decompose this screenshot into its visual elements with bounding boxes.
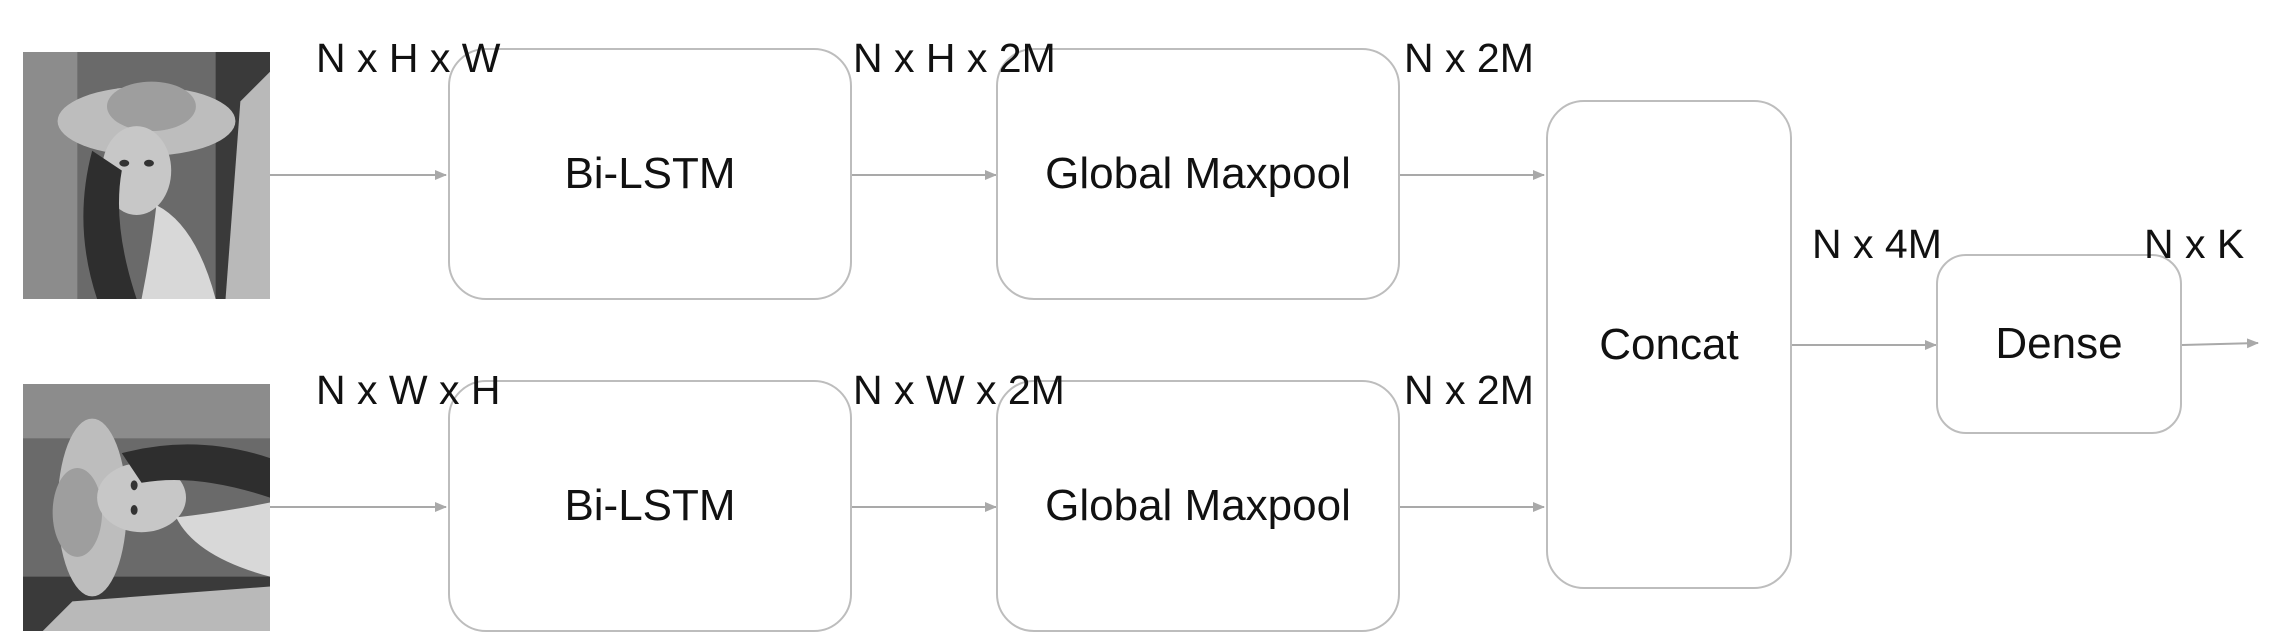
dense-output-dim-label: N x K: [2144, 221, 2245, 267]
bilstm-block-top-label: Bi-LSTM: [564, 149, 736, 198]
arrow-dense-to-output: [2181, 338, 2259, 349]
concat-output-dim-label: N x 4M: [1812, 221, 1942, 267]
bottom-maxpool-dim-label: N x 2M: [1404, 367, 1534, 413]
top-input-dim-label: N x H x W: [316, 35, 501, 81]
top-maxpool-dim-label: N x 2M: [1404, 35, 1534, 81]
bottom-input-dim-label: N x W x H: [316, 367, 501, 413]
concat-block: Concat: [1546, 100, 1792, 589]
dense-block: Dense: [1936, 254, 2182, 434]
global-maxpool-block-top-label: Global Maxpool: [1045, 149, 1351, 198]
top-bilstm-dim-label: N x H x 2M: [853, 35, 1056, 81]
rotated-portrait-photo-icon: [23, 384, 270, 631]
dense-block-label: Dense: [1995, 319, 2123, 368]
global-maxpool-block-bottom: Global Maxpool: [996, 380, 1400, 632]
bottom-bilstm-dim-label: N x W x 2M: [853, 367, 1065, 413]
portrait-photo-icon: [23, 52, 270, 299]
bilstm-block-bottom-label: Bi-LSTM: [564, 481, 736, 530]
bilstm-block-bottom: Bi-LSTM: [448, 380, 852, 632]
global-maxpool-block-top: Global Maxpool: [996, 48, 1400, 300]
bilstm-block-top: Bi-LSTM: [448, 48, 852, 300]
global-maxpool-block-bottom-label: Global Maxpool: [1045, 481, 1351, 530]
concat-block-label: Concat: [1599, 319, 1739, 369]
